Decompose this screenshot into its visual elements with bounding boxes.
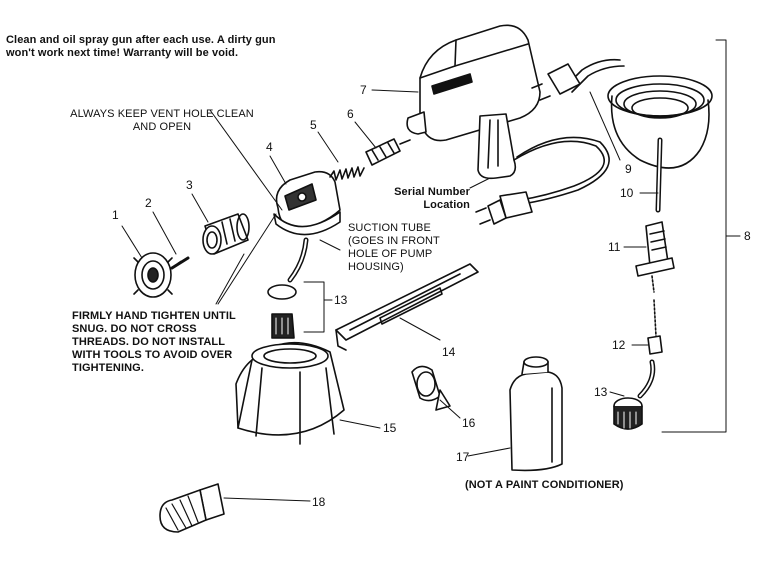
- part-4-front-housing: [273, 170, 341, 236]
- part-8-supply-hose: [531, 58, 713, 213]
- vent-hole-note: ALWAYS KEEP VENT HOLE CLEAN AND OPEN: [70, 108, 254, 133]
- part-3-nozzle-housing: [202, 213, 250, 255]
- part-number-label: 17: [456, 450, 470, 464]
- serial-number-location-label: Serial Number Location: [394, 186, 470, 211]
- part-number-label: 6: [347, 107, 354, 121]
- part-number-label: 1: [112, 208, 119, 222]
- part-18-nozzle-tip: [159, 483, 225, 533]
- hand-tighten-note: FIRMLY HAND TIGHTEN UNTIL SNUG. DO NOT C…: [72, 310, 236, 374]
- leader-lines: [121, 39, 741, 502]
- part-5-spring: [329, 166, 365, 181]
- part-2-nozzle-pin: [170, 256, 190, 270]
- part-11-clip: [635, 221, 675, 293]
- part-number-label: 4: [266, 140, 273, 154]
- part-number-label: 8: [744, 229, 751, 243]
- part-number-label: 14: [442, 345, 456, 359]
- not-a-paint-conditioner-note: (NOT A PAINT CONDITIONER): [465, 479, 624, 491]
- suction-tube-note: SUCTION TUBE (GOES IN FRONT HOLE OF PUMP…: [348, 222, 440, 273]
- part-number-label: 12: [612, 338, 626, 352]
- part-15-container: [235, 341, 345, 445]
- part-17-oil-bottle: [509, 356, 563, 472]
- part-14-stir-stick: [335, 263, 479, 351]
- part-number-label: 13: [334, 293, 348, 307]
- part-12-fitting: [647, 299, 663, 355]
- part-16-ring: [411, 365, 451, 411]
- part-number-label: 16: [462, 416, 476, 430]
- part-number-label: 9: [625, 162, 632, 176]
- part-7-gun-body: [406, 24, 541, 180]
- part-13-suction-tube-right: [613, 359, 656, 430]
- part-number-label: 2: [145, 196, 152, 210]
- part-number-label: 13: [594, 385, 608, 399]
- part-1-nozzle-cap: [133, 252, 173, 298]
- part-13-suction-tube-left: [267, 237, 309, 339]
- part-number-label: 11: [608, 240, 621, 254]
- part-number-label: 15: [383, 421, 397, 435]
- part-number-label: 5: [310, 118, 317, 132]
- cleaning-warning-note: Clean and oil spray gun after each use. …: [6, 34, 276, 59]
- part-6-piston: [365, 138, 411, 166]
- part-number-label: 18: [312, 495, 326, 509]
- part-number-label: 3: [186, 178, 193, 192]
- part-number-label: 7: [360, 83, 367, 97]
- power-cord: [475, 136, 610, 225]
- part-number-label: 10: [620, 186, 634, 200]
